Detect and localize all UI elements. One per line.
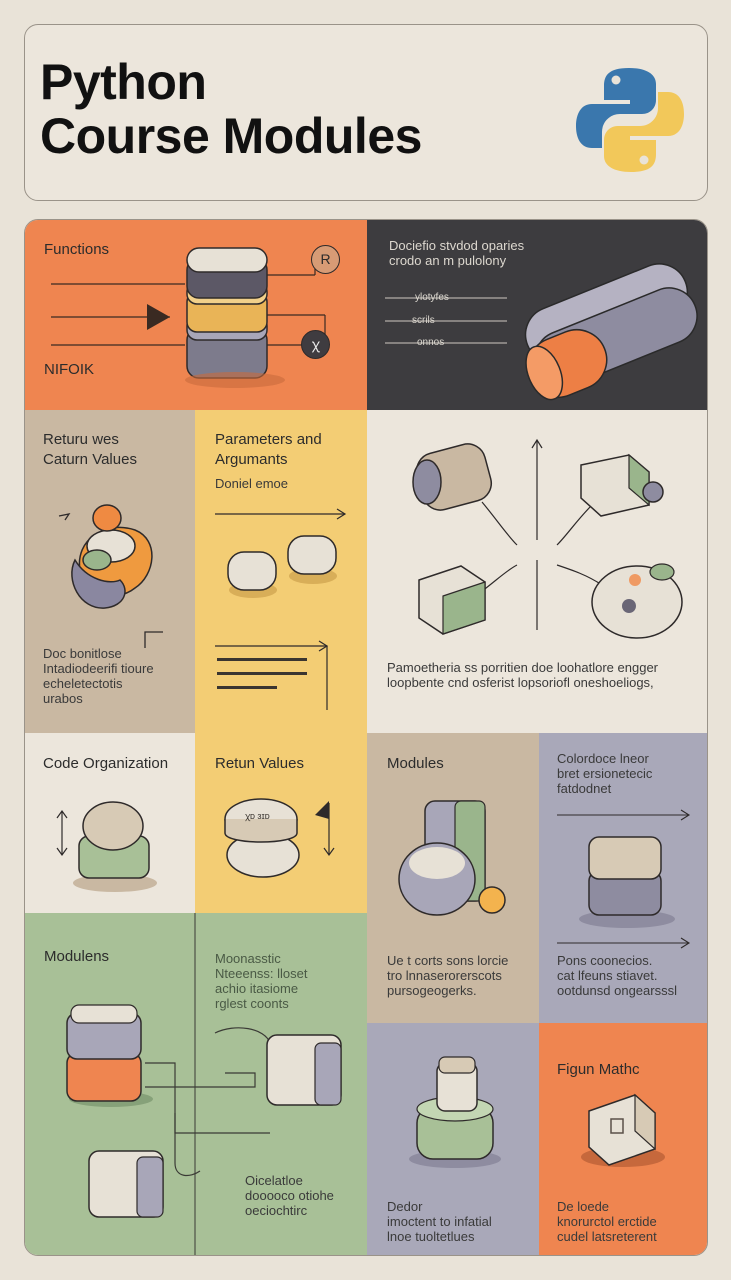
cell-modulens: Modulens Moonasstic Nteeenss: lloset ach… (25, 913, 367, 1255)
modulens-heading: Modulens (44, 948, 110, 965)
dark-label-1: ylotyfes (415, 292, 449, 303)
figun-heading: Figun Mathc (557, 1061, 640, 1078)
colordoce-illustration (557, 809, 691, 949)
cell-modules: Modules Ue t corts sons lorcie tro lnnas… (367, 733, 539, 1023)
modules-grid: Functions NIFOIK R ꭓ Dociefio stvdod opa… (24, 219, 708, 1256)
cell-parameters: Parameters and Argumants Doniel emoe (195, 410, 367, 733)
page-title: Python Course Modules (40, 55, 422, 163)
capsule-illustration (385, 263, 698, 401)
bottom-lavender-illustration (409, 1056, 501, 1168)
functions-badge-top: R (311, 245, 340, 274)
cell-return-values: Returu wes Caturn Values Doc bonitlose I… (25, 410, 195, 733)
modulens-bottom-text: Oicelatloe dooooco otiohe oeciochtirc (245, 1173, 334, 1218)
code-organization-heading: Code Organization (43, 755, 169, 772)
functions-heading: Functions (44, 241, 110, 258)
parameters-heading: Parameters and Argumants (215, 431, 322, 468)
cell-bottom-lavender: Dedor imoctent to infatial lnoe tuoltetl… (367, 1023, 539, 1255)
functions-footer: NIFOIK (44, 361, 95, 378)
retun-values-cube-label: ꭓᴅ ɜɪᴅ (245, 811, 270, 821)
cell-figun-mathc: Figun Mathc De loede knorurctol erctide … (539, 1023, 707, 1255)
functions-badge-bottom: ꭓ (301, 330, 330, 359)
cell-diagram: Pamoetheria ss porritien doe loohatlore … (367, 410, 707, 733)
figun-illustration (581, 1093, 665, 1167)
return-values-illustration (58, 504, 163, 648)
diagram-text: Pamoetheria ss porritien doe loohatlore … (387, 660, 659, 690)
return-values-text: Doc bonitlose Intadiodeerifi tioure eche… (43, 646, 154, 706)
modulens-text: Moonasstic Nteeenss: lloset achio itasio… (215, 951, 308, 1011)
cell-code-organization: Code Organization (25, 733, 195, 913)
cell-dark-panel: Dociefio stvdod oparies crodo an m pulol… (367, 220, 707, 410)
dark-label-2: scrils (412, 315, 435, 326)
cell-retun-values: Retun Values ꭓᴅ ɜɪᴅ (195, 733, 367, 913)
python-logo-icon (574, 64, 686, 176)
retun-values-illustration (224, 798, 335, 878)
title-line-2: Course Modules (40, 108, 422, 164)
diagram-illustration (412, 438, 683, 639)
modules-text: Ue t corts sons lorcie tro lnnaserorersc… (387, 953, 509, 998)
figun-text: De loede knorurctol erctide cudel latsre… (557, 1199, 657, 1244)
code-organization-illustration (56, 801, 157, 892)
dark-label-3: onnos (417, 337, 445, 348)
parameters-illustration (215, 508, 347, 710)
colordoce-text-2: Pons coonecios. cat lfeuns stiavet. ootd… (557, 953, 677, 998)
return-values-heading: Returu wes Caturn Values (43, 431, 137, 468)
modules-illustration (398, 800, 506, 916)
modules-heading: Modules (387, 755, 444, 772)
modulens-illustration (66, 913, 342, 1255)
retun-values-heading: Retun Values (215, 755, 304, 772)
functions-illustration (51, 247, 326, 388)
parameters-subheading: Doniel emoe (215, 476, 288, 491)
cell-functions: Functions NIFOIK R ꭓ (25, 220, 367, 410)
title-line-1: Python (40, 54, 207, 110)
bottom-lavender-text: Dedor imoctent to infatial lnoe tuoltetl… (387, 1199, 492, 1244)
cell-colordoce: Colordoce lneor bret ersionetecic fatdod… (539, 733, 707, 1023)
dark-panel-text: Dociefio stvdod oparies crodo an m pulol… (389, 238, 525, 268)
colordoce-text: Colordoce lneor bret ersionetecic fatdod… (557, 751, 653, 796)
